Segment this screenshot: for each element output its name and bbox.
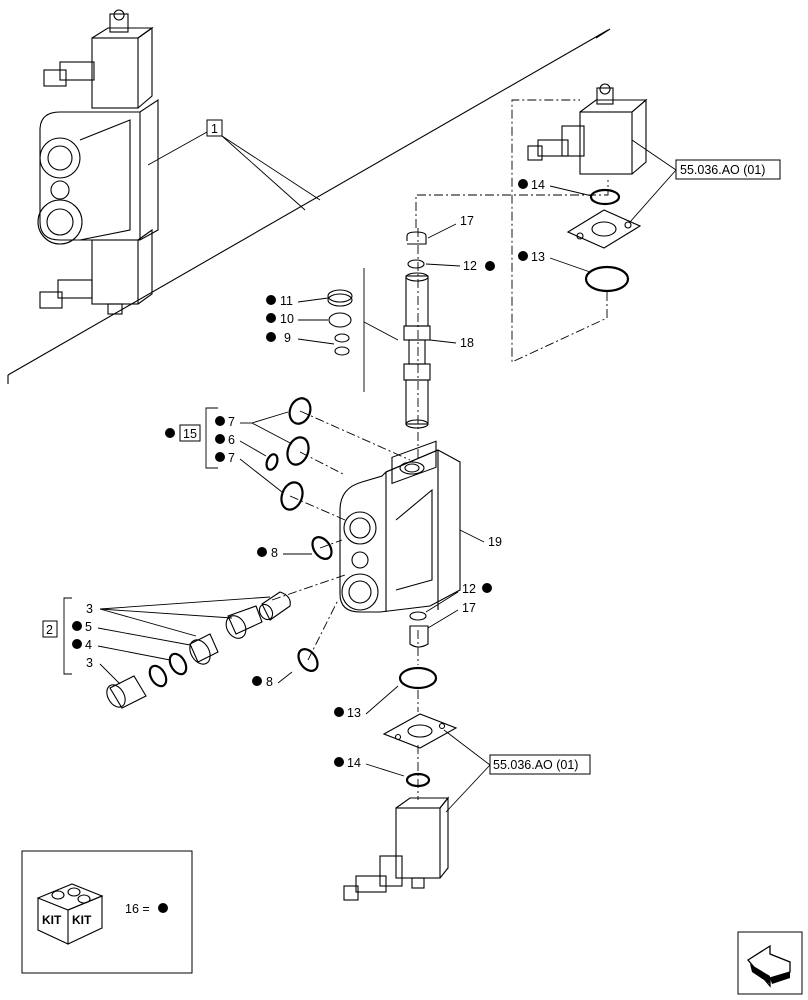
callout-13-top: 13: [518, 250, 591, 273]
ref-label-13-bottom: 13: [347, 706, 361, 720]
ref-label-5: 5: [85, 620, 92, 634]
ref-label-18: 18: [460, 336, 474, 350]
next-page-arrow-icon[interactable]: [737, 931, 803, 995]
bullet-dot-icon: [518, 179, 528, 189]
callout-13-bottom: 13: [334, 666, 438, 720]
callout-12-bottom: 12: [409, 582, 492, 621]
callout-8b: 8: [252, 648, 319, 689]
callout-14-top: 14: [518, 178, 593, 197]
seals-11-10-9: 11 10 9: [266, 289, 353, 356]
ref-label-17-top: 17: [460, 214, 474, 228]
callout-18: 18: [429, 336, 474, 350]
callout-17-top: 17: [427, 214, 474, 239]
plate-bottom: [382, 713, 458, 749]
callout-1: 1: [147, 119, 321, 211]
ref-label-1: 1: [211, 122, 218, 136]
callout-19: 19: [459, 529, 502, 549]
ref-label-3b: 3: [86, 656, 93, 670]
solenoid-bottom: [343, 796, 450, 901]
kit-legend: KIT KIT 16 =: [21, 850, 193, 974]
centerlines: [271, 99, 609, 800]
ref-label-14-bottom: 14: [347, 756, 361, 770]
ref-label-7a: 7: [228, 415, 235, 429]
ref-label-19: 19: [488, 535, 502, 549]
callout-14-bottom: 14: [334, 756, 431, 788]
bullet-dot-icon: [158, 903, 168, 913]
valve-body-19: [339, 440, 461, 613]
ref-label-8b: 8: [266, 675, 273, 689]
ref-label-6: 6: [228, 433, 235, 447]
callout-12-top: 12: [425, 259, 495, 273]
kit-box-icon: KIT KIT: [36, 883, 104, 945]
cross-ref-top[interactable]: 55.036.AO (01): [629, 139, 781, 223]
kit-text-left: KIT: [42, 913, 62, 927]
ref-label-13-top: 13: [531, 250, 545, 264]
spool-18: [363, 231, 431, 429]
ref-label-12-top: 12: [463, 259, 477, 273]
ref-label-12-bottom: 12: [462, 582, 476, 596]
kit-text-right: KIT: [72, 913, 92, 927]
ref-label-8a: 8: [271, 546, 278, 560]
ref-label-4: 4: [85, 638, 92, 652]
callout-8a: 8: [257, 536, 333, 560]
valve-assembly-top-left: [7, 9, 611, 384]
ref-label-15: 15: [183, 427, 197, 441]
kit-note: 16 =: [125, 902, 150, 916]
cross-ref-top-label: 55.036.AO (01): [680, 163, 765, 177]
ref-label-2: 2: [46, 623, 53, 637]
kit-15-seals: 15 7 6 7: [165, 397, 312, 511]
cross-ref-bottom-label: 55.036.AO (01): [493, 758, 578, 772]
cross-ref-bottom[interactable]: 55.036.AO (01): [443, 729, 591, 813]
ref-label-3a: 3: [86, 602, 93, 616]
ref-label-7b: 7: [228, 451, 235, 465]
ref-label-14-top: 14: [531, 178, 545, 192]
ref-label-9: 9: [284, 331, 291, 345]
ref-label-10: 10: [280, 312, 294, 326]
callout-17-bottom: 17: [409, 601, 476, 648]
ref-label-17-bottom: 17: [462, 601, 476, 615]
kit-2-parts: 2 3 5 4 3: [42, 591, 291, 709]
solenoid-top-right: [527, 83, 648, 293]
ref-label-11: 11: [280, 294, 293, 308]
